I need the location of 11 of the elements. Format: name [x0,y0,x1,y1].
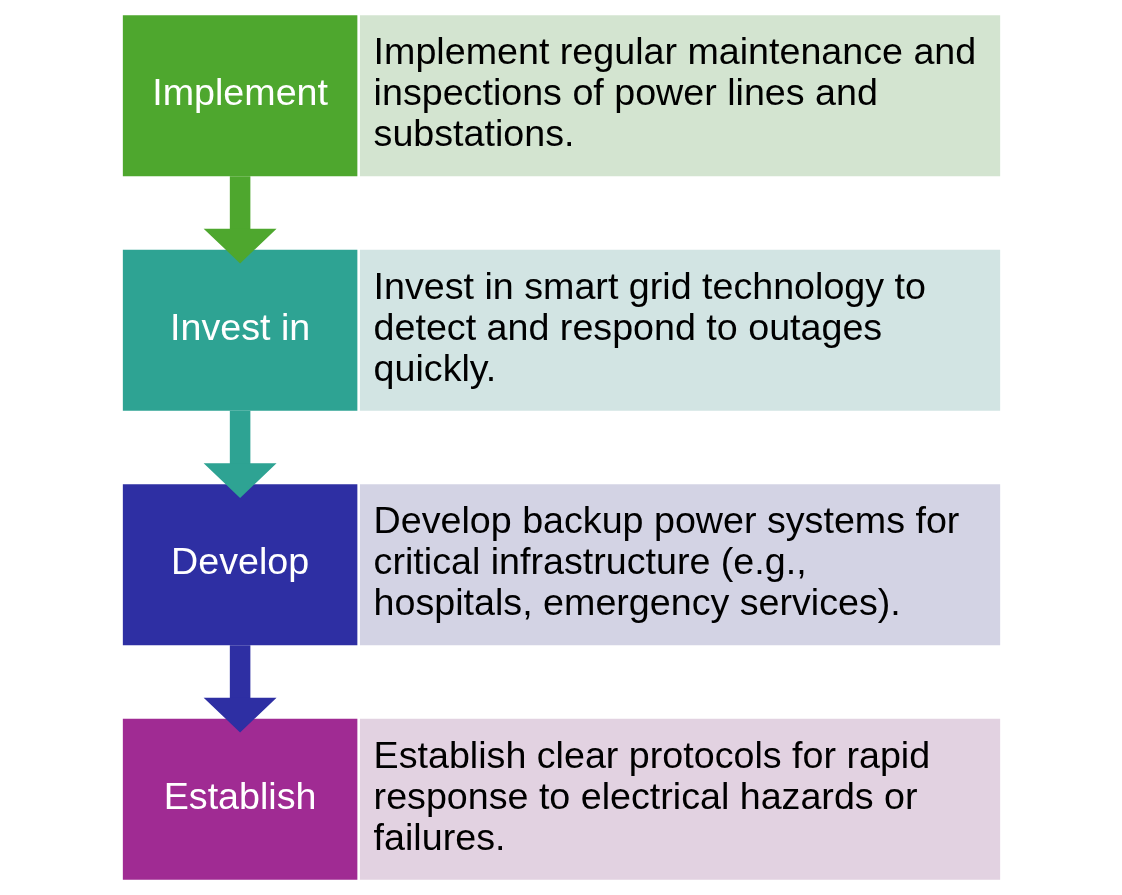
arrow [203,410,277,498]
node-box: Invest in [122,249,357,411]
node-box: Develop backup power systems for critical infrastructure (e.g., hospitals, emergency services). [359,484,1000,646]
node-box: Establish clear protocols for rapid response to electrical hazards or failures. [359,718,1000,880]
arrow [203,645,277,733]
node-box: Establish [122,718,357,880]
node-box: Implement [122,15,357,177]
node-box: Develop [122,484,357,646]
node-box: Implement regular maintenance and inspections of power lines and substations. [359,15,1000,177]
arrow [203,176,277,264]
node-box: Invest in smart grid technology to detect and respond to outages quickly. [359,249,1000,411]
